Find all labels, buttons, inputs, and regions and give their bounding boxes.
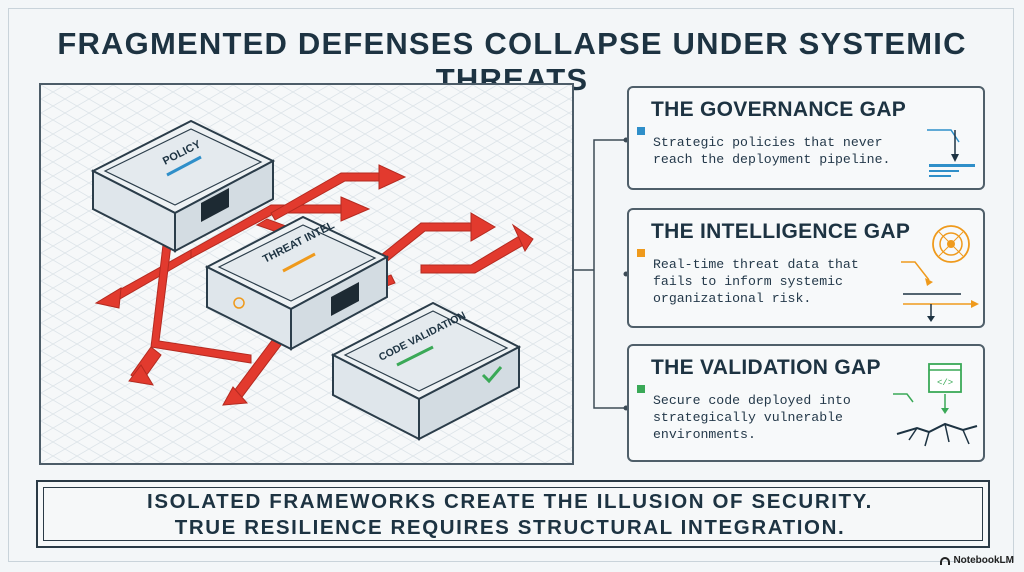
validation-gap-card: THE VALIDATION GAP Secure code deployed … <box>627 344 985 462</box>
brand-text: NotebookLM <box>953 555 1014 566</box>
threat-arrow <box>94 287 122 309</box>
green-bullet-icon <box>637 385 645 393</box>
intelligence-gap-body: Real-time threat data that fails to info… <box>653 257 859 306</box>
notebooklm-logo-icon <box>940 556 951 565</box>
intelligence-gap-card: THE INTELLIGENCE GAP Real-time threat da… <box>627 208 985 328</box>
isometric-diagram: POLICY THREAT INTEL CODE VALIDATION <box>41 85 572 463</box>
intelligence-gap-title: THE INTELLIGENCE GAP <box>651 220 911 243</box>
threat-arrow <box>222 386 249 406</box>
code-validation-box: CODE VALIDATION <box>330 301 522 441</box>
blue-bullet-icon <box>637 127 645 135</box>
validation-gap-title: THE VALIDATION GAP <box>651 356 881 379</box>
svg-text:</>: </> <box>937 378 953 388</box>
governance-gap-card: THE GOVERNANCE GAP Strategic policies th… <box>627 86 985 190</box>
threat-arrow <box>511 223 534 253</box>
radar-target-icon <box>901 225 979 322</box>
notebooklm-brand: NotebookLM <box>940 555 1014 566</box>
diagram-panel: POLICY THREAT INTEL CODE VALIDATION <box>39 83 574 465</box>
threat-arrow <box>128 364 154 386</box>
governance-gap-body: Strategic policies that never reach the … <box>653 135 891 167</box>
threat-arrow <box>378 164 407 190</box>
pipeline-down-arrow-icon <box>927 129 975 177</box>
validation-gap-body: Secure code deployed into strategically … <box>653 393 851 442</box>
threat-intel-box: THREAT INTEL <box>204 215 390 351</box>
banner-line-1: ISOLATED FRAMEWORKS CREATE THE ILLUSION … <box>147 490 873 513</box>
banner-line-2: TRUE RESILIENCE REQUIRES STRUCTURAL INTE… <box>174 516 846 539</box>
bracket-connector <box>574 137 628 411</box>
outer-frame <box>8 8 1014 562</box>
threat-arrow <box>470 212 496 242</box>
orange-bullet-icon <box>637 249 645 257</box>
code-window-cracked-ground-icon: </> <box>893 363 978 447</box>
threat-arrow <box>340 196 371 222</box>
policy-box: POLICY <box>90 119 276 253</box>
banner-inner-border <box>43 487 983 541</box>
conclusion-banner: ISOLATED FRAMEWORKS CREATE THE ILLUSION … <box>36 480 990 548</box>
governance-gap-title: THE GOVERNANCE GAP <box>651 98 907 121</box>
